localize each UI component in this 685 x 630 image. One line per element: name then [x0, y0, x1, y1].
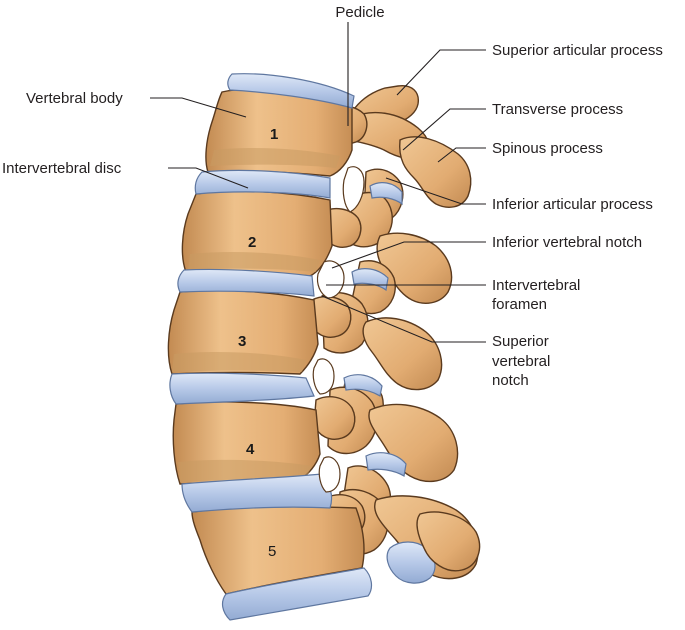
vertebra-number-5: 5 [268, 543, 276, 560]
leader-spinous-process [437, 147, 486, 163]
foramina [312, 166, 365, 493]
label-intervertebral-disc: Intervertebral disc [2, 160, 122, 177]
leader-superior-articular-process [396, 49, 486, 96]
facet-cap-1 [369, 182, 403, 206]
foramen-l1-l2 [342, 166, 365, 213]
intervertebral-discs [169, 73, 373, 621]
l4-pedicle [313, 396, 356, 440]
disc-l2-l3 [177, 268, 315, 297]
label-superior-articular-process: Superior articular process [492, 42, 663, 59]
vertebral-bodies [167, 87, 365, 595]
leader-inferior-vertebral-notch [331, 241, 486, 269]
label-superior-vertebral-notch-line3: notch [492, 372, 529, 389]
label-vertebral-body: Vertebral body [26, 90, 123, 107]
vertebra-numbers: 1 2 3 4 5 [238, 126, 278, 560]
foramen-l4-l5 [318, 456, 341, 493]
label-pedicle: Pedicle [335, 4, 384, 21]
l5-spinous-tip [416, 511, 481, 572]
label-superior-vertebral-notch-line1: Superior [492, 333, 549, 350]
leader-superior-vertebral-notch [321, 295, 486, 343]
leader-transverse-process [402, 108, 486, 151]
vertebra-number-4: 4 [246, 441, 255, 458]
leader-inferior-articular-process [385, 177, 486, 205]
disc-l3-l4 [169, 372, 315, 405]
label-intervertebral-foramen-line1: Intervertebral [492, 277, 580, 294]
label-intervertebral-foramen-line2: foramen [492, 296, 547, 313]
l4-spinous-process [368, 403, 459, 483]
bottom-endplate-cap [221, 567, 373, 621]
label-inferior-vertebral-notch: Inferior vertebral notch [492, 234, 642, 251]
label-transverse-process: Transverse process [492, 101, 623, 118]
vertebra-number-3: 3 [238, 333, 246, 350]
leader-vertebral-body [150, 97, 247, 118]
l1-spinous-process [398, 136, 472, 208]
disc-l4-l5 [181, 473, 333, 513]
l5-articular-facet-disc [386, 541, 436, 584]
facet-cap-3 [343, 374, 383, 397]
labels: Pedicle Superior articular process Trans… [2, 4, 663, 389]
label-inferior-articular-process: Inferior articular process [492, 196, 653, 213]
vertebra-number-2: 2 [248, 234, 256, 251]
label-spinous-process: Spinous process [492, 140, 603, 157]
disc-l1-l2 [194, 169, 331, 199]
facet-cap-4 [365, 452, 407, 477]
leader-lines [150, 22, 486, 343]
l3-spinous-process [362, 317, 443, 391]
foramen-l3-l4 [312, 358, 335, 395]
label-superior-vertebral-notch-line2: vertebral [492, 353, 550, 370]
intervertebral-foramen-l2-l3 [316, 260, 345, 299]
leader-intervertebral-disc [168, 167, 249, 189]
top-endplate-cap [227, 73, 355, 109]
vertebra-number-1: 1 [270, 126, 278, 143]
